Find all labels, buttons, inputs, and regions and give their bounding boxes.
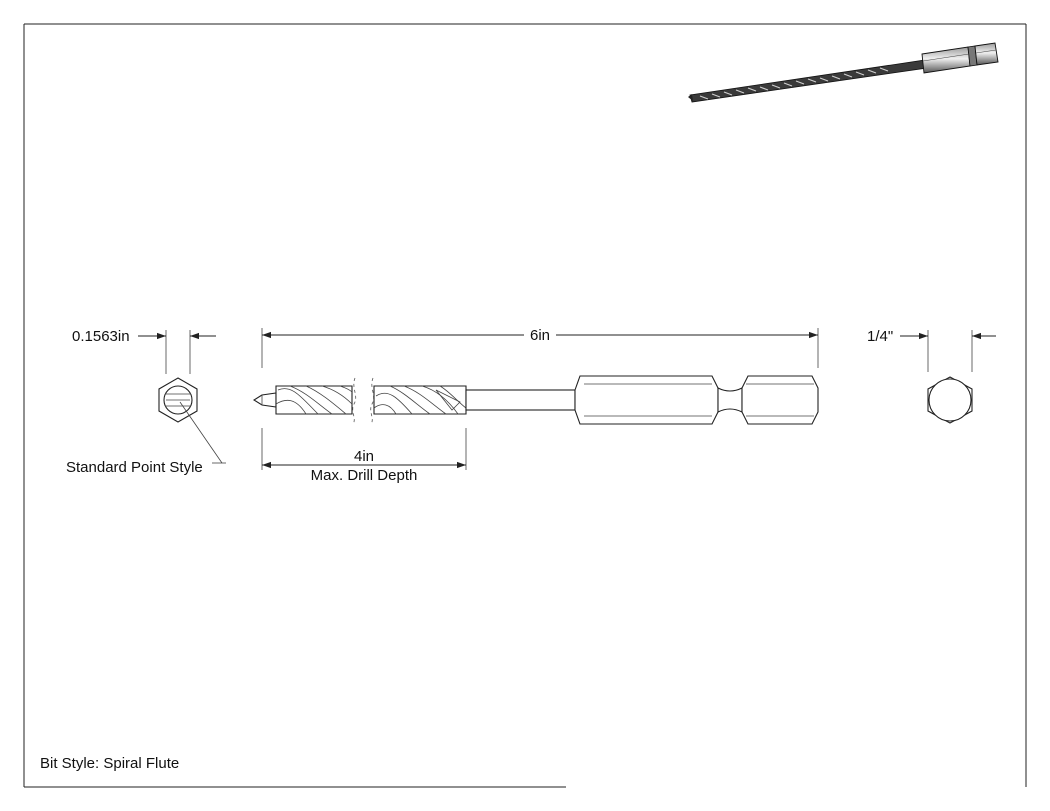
drill-depth-dimension bbox=[261, 428, 467, 470]
drill-bit-side-view bbox=[252, 375, 819, 425]
diameter-dimension bbox=[138, 330, 216, 374]
shank-end-view bbox=[927, 376, 973, 424]
diameter-label: 0.1563in bbox=[72, 328, 130, 345]
overall-length-label: 6in bbox=[530, 327, 550, 344]
point-style-leader bbox=[179, 401, 226, 464]
overall-length-dimension bbox=[261, 328, 819, 368]
hex-size-label: 1/4" bbox=[867, 328, 893, 345]
hex-size-dimension bbox=[900, 330, 996, 372]
bit-style-label: Bit Style: Spiral Flute bbox=[40, 755, 179, 772]
drill-depth-value: 4in bbox=[354, 448, 374, 465]
isometric-preview bbox=[688, 42, 999, 103]
drill-depth-caption: Max. Drill Depth bbox=[311, 467, 418, 484]
drawing-border bbox=[23, 23, 1027, 788]
tip-end-view bbox=[158, 377, 198, 423]
point-style-label: Standard Point Style bbox=[66, 459, 203, 476]
